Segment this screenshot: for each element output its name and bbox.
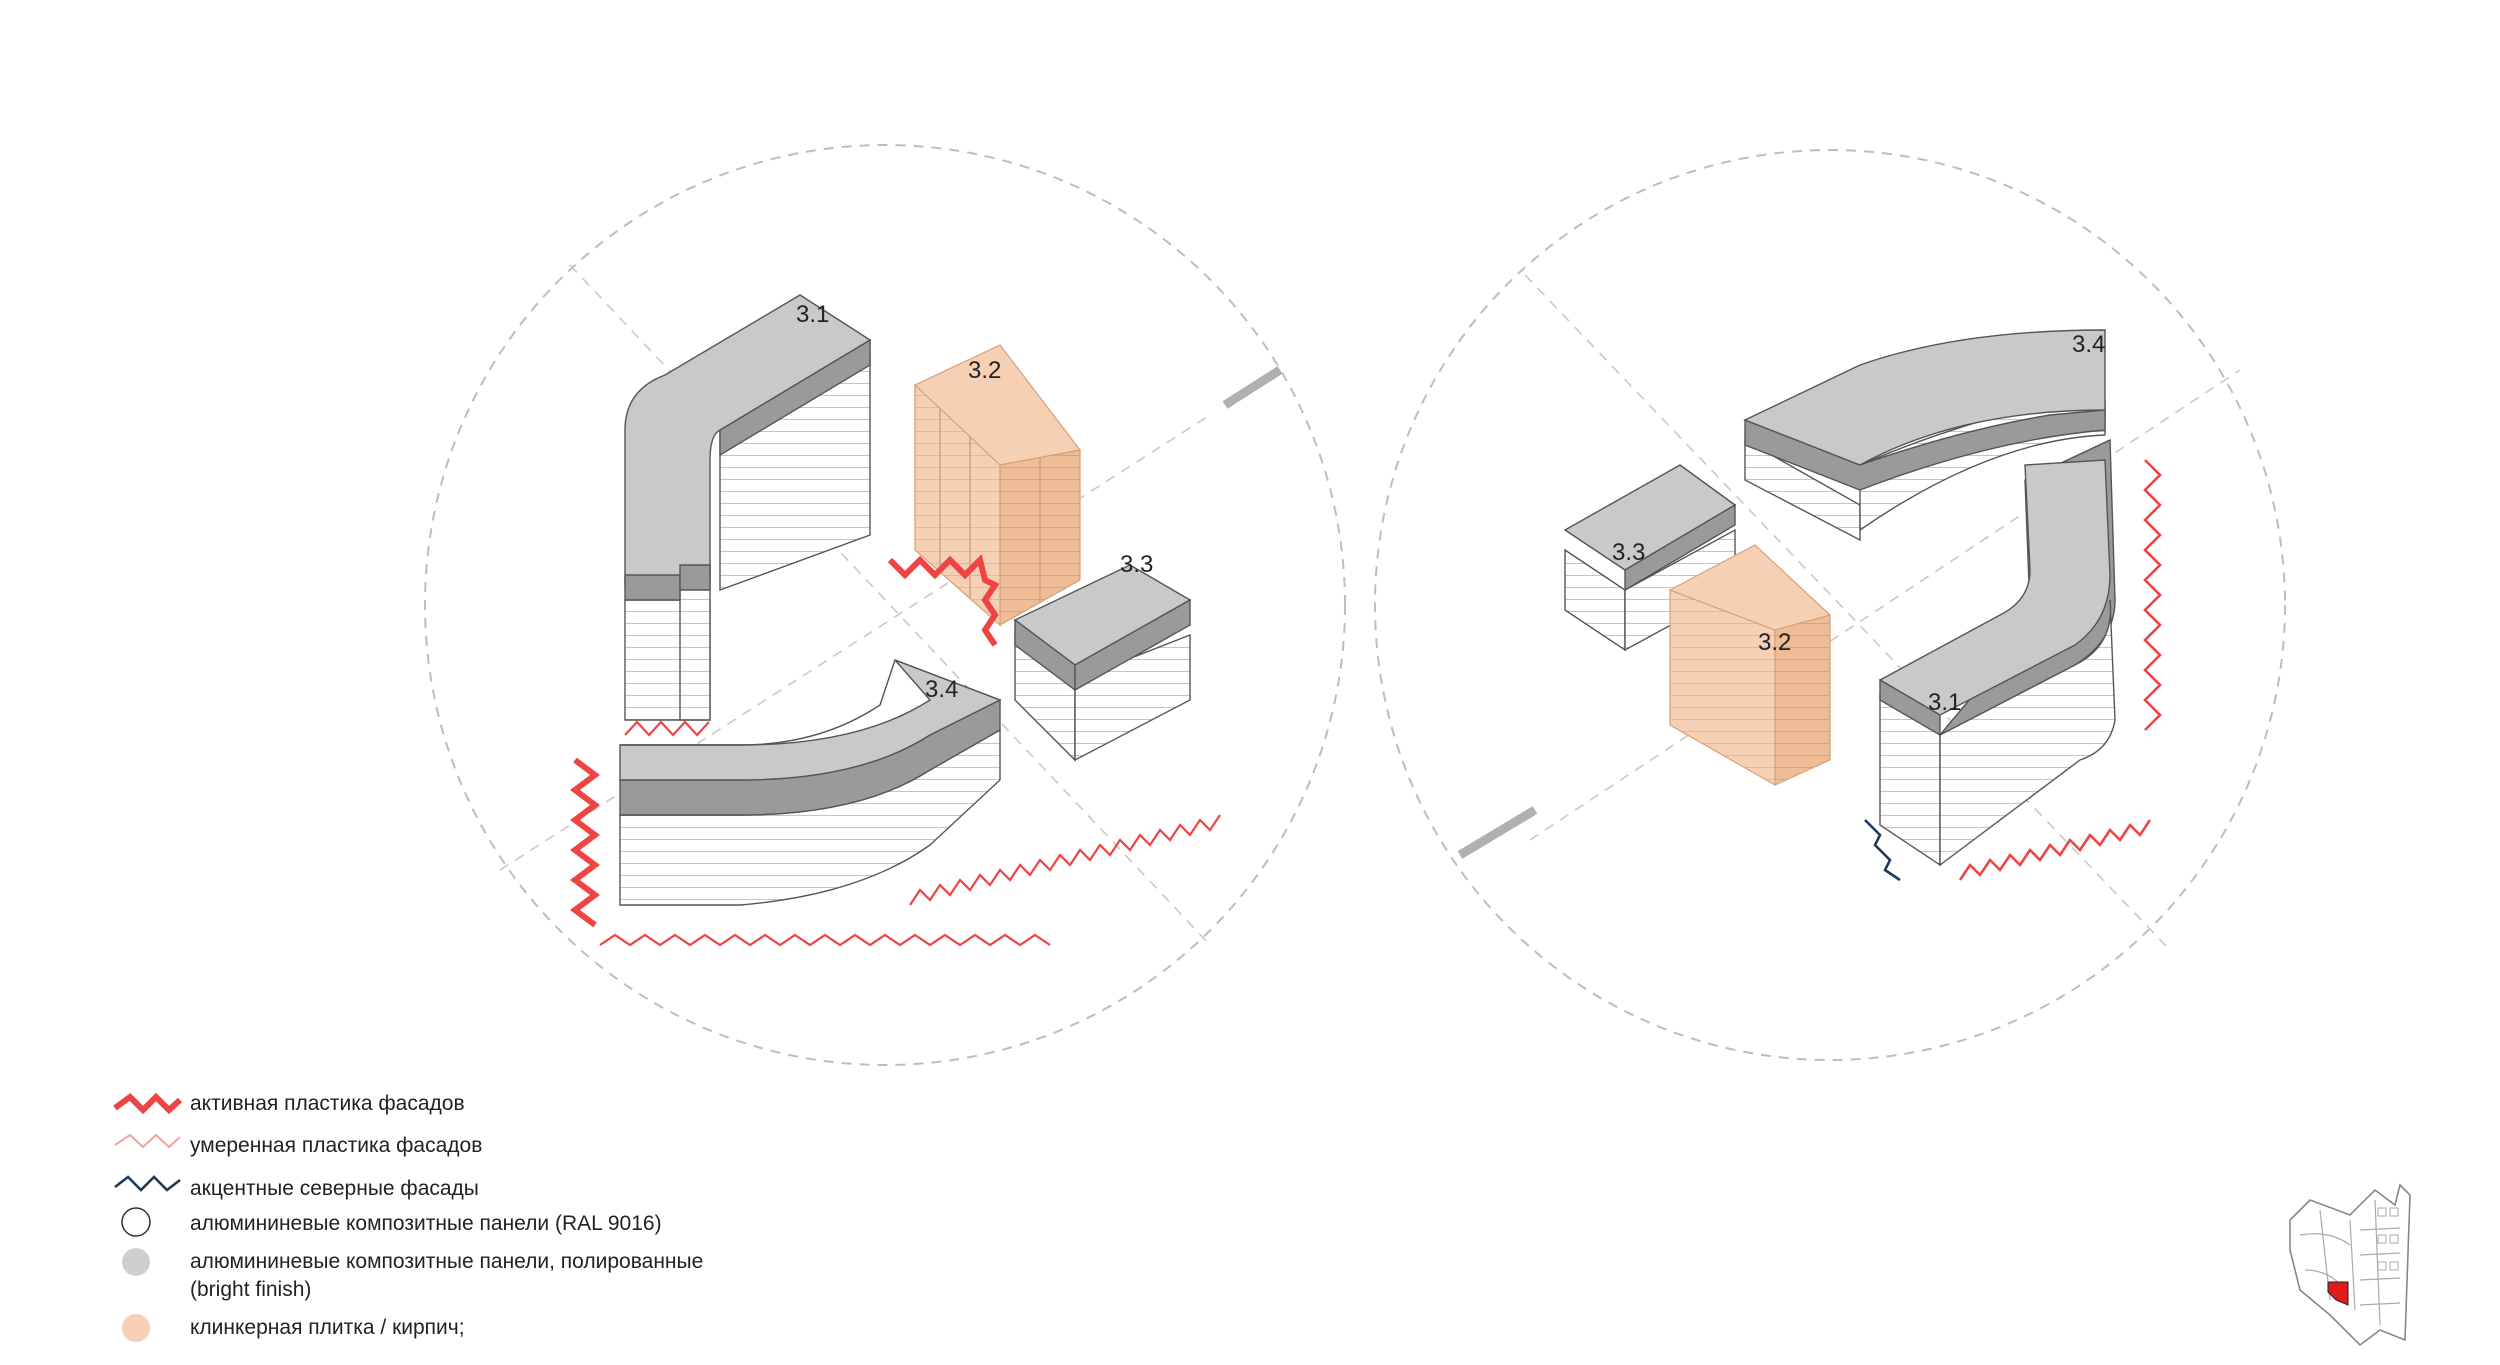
legend-gray-circle [122, 1248, 150, 1276]
right-axis-line [1529, 369, 2241, 841]
left-moderate-facade-line [624, 720, 710, 737]
right-label-3-4: 3.4 [2072, 331, 2105, 358]
left-building-3-1 [624, 294, 872, 721]
right-moderate-facade-line [2143, 459, 2162, 731]
left-active-facade-line [570, 757, 600, 928]
left-label-3-4: 3.4 [925, 676, 958, 703]
right-building-3-1 [1878, 438, 2116, 867]
left-moderate-facade-line [599, 933, 1051, 947]
right-moderate-facade-line [1958, 819, 2152, 881]
legend-active-icon [113, 1092, 183, 1115]
left-label-3-2: 3.2 [968, 357, 1001, 384]
right-north-marker [1457, 806, 1538, 859]
legend-peach-circle [122, 1314, 150, 1342]
right-label-3-3: 3.3 [1612, 539, 1645, 566]
left-building-3-4 [619, 659, 1002, 906]
legend-white-circle [121, 1207, 151, 1237]
legend-label-gray-panels: алюмининевые композитные панели, полиров… [190, 1250, 703, 1273]
right-building-3-2 [1668, 544, 1832, 787]
right-axis-line [1524, 274, 2171, 951]
left-axis-line [569, 264, 1211, 946]
legend-label-moderate: умеренная пластика фасадов [190, 1134, 482, 1157]
legend-moderate-icon [114, 1133, 181, 1149]
legend-label-gray-panels-line2: (bright finish) [190, 1278, 311, 1301]
legend-north-icon [114, 1175, 181, 1192]
left-view-circle [424, 144, 1346, 1066]
right-label-3-2: 3.2 [1758, 629, 1791, 656]
left-active-facade-line [887, 554, 1000, 647]
left-axonometric-view: 3.1 3.2 3.3 3.4 [424, 144, 1346, 1066]
legend-label-active: активная пластика фасадов [190, 1092, 465, 1115]
left-axis-line [499, 414, 1211, 871]
right-view-circle [1374, 149, 2286, 1061]
legend: активная пластика фасадов умеренная плас… [113, 1092, 703, 1342]
location-minimap [2289, 1183, 2411, 1347]
right-building-3-4 [1743, 329, 2106, 542]
right-label-3-1: 3.1 [1928, 689, 1961, 716]
legend-label-white-panels: алюмининевые композитные панели (RAL 901… [190, 1212, 662, 1235]
legend-label-brick: клинкерная плитка / кирпич; [190, 1316, 465, 1339]
right-axonometric-view: 3.4 3.3 3.2 3.1 [1374, 149, 2286, 1061]
left-building-3-3 [1013, 564, 1192, 762]
minimap-site-highlight [2327, 1281, 2349, 1306]
legend-label-north: акцентные северные фасады [190, 1177, 479, 1200]
left-moderate-facade-line [909, 814, 1221, 906]
right-north-facade-line [1864, 819, 1901, 882]
left-north-marker [1222, 366, 1283, 409]
left-label-3-1: 3.1 [796, 301, 829, 328]
left-label-3-3: 3.3 [1120, 551, 1153, 578]
